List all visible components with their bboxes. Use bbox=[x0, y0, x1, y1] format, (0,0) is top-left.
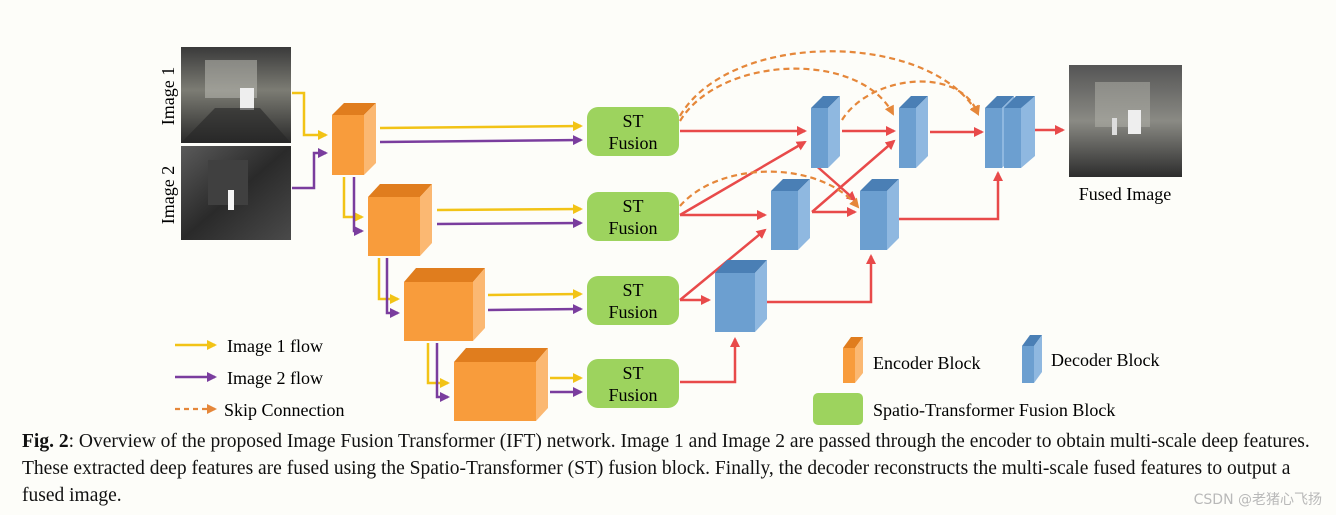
encoder-block-3 bbox=[404, 268, 485, 341]
decoder-block-3b bbox=[1004, 96, 1035, 168]
st-fusion-label-line1: ST bbox=[622, 363, 643, 383]
ift-architecture-diagram: Image 1 Image 2 Fused Image bbox=[158, 47, 1182, 425]
watermark: CSDN @老猪心飞扬 bbox=[1193, 492, 1322, 508]
caption-text: : Overview of the proposed Image Fusion … bbox=[22, 431, 1310, 506]
legend-encoder-block: Encoder Block bbox=[843, 337, 980, 383]
fused-image-label: Fused Image bbox=[1079, 184, 1171, 204]
legend-image2-flow-label: Image 2 flow bbox=[227, 368, 323, 388]
legend-image1-flow-label: Image 1 flow bbox=[227, 336, 323, 356]
input-image-2 bbox=[181, 146, 291, 240]
legend-image2-flow: Image 2 flow bbox=[175, 368, 323, 388]
st-fusion-label-line2: Fusion bbox=[608, 302, 657, 322]
legend-st-fusion-block-label: Spatio-Transformer Fusion Block bbox=[873, 400, 1115, 420]
legend-decoder-block: Decoder Block bbox=[1022, 335, 1159, 383]
st-fusion-block-1: ST Fusion bbox=[587, 107, 679, 156]
decoder-arrows bbox=[679, 125, 1065, 384]
decoder-block-5 bbox=[860, 179, 899, 250]
input-image-1 bbox=[181, 47, 291, 143]
legend-st-fusion-block: Spatio-Transformer Fusion Block bbox=[813, 393, 1115, 425]
input-flows bbox=[292, 91, 328, 190]
input-label-image-2: Image 2 bbox=[158, 166, 178, 224]
legend-decoder-block-label: Decoder Block bbox=[1051, 350, 1159, 370]
legend-image1-flow: Image 1 flow bbox=[175, 336, 323, 356]
st-fusion-label-line1: ST bbox=[622, 111, 643, 131]
figure-caption: Fig. 2: Overview of the proposed Image F… bbox=[22, 428, 1318, 509]
encoder-to-st-flows bbox=[379, 121, 583, 397]
encoder-block-1 bbox=[332, 103, 376, 175]
encoder-downflows bbox=[342, 177, 450, 402]
st-fusion-label-line2: Fusion bbox=[608, 218, 657, 238]
decoder-block-6 bbox=[715, 260, 767, 332]
encoder-block-4 bbox=[454, 348, 548, 421]
decoder-block-1 bbox=[811, 96, 840, 168]
st-fusion-label-line1: ST bbox=[622, 196, 643, 216]
fused-image bbox=[1069, 65, 1182, 177]
st-fusion-block-4: ST Fusion bbox=[587, 359, 679, 408]
st-fusion-label-line1: ST bbox=[622, 280, 643, 300]
legend-encoder-block-label: Encoder Block bbox=[873, 353, 980, 373]
st-fusion-label-line2: Fusion bbox=[608, 385, 657, 405]
decoder-block-4 bbox=[771, 179, 810, 250]
encoder-block-2 bbox=[368, 184, 432, 256]
st-fusion-label-line2: Fusion bbox=[608, 133, 657, 153]
st-fusion-block-3: ST Fusion bbox=[587, 276, 679, 325]
input-label-image-1: Image 1 bbox=[158, 67, 178, 125]
caption-label: Fig. 2 bbox=[22, 431, 69, 452]
st-fusion-block-2: ST Fusion bbox=[587, 192, 679, 241]
legend-skip-connection: Skip Connection bbox=[175, 400, 345, 420]
legend-skip-connection-label: Skip Connection bbox=[224, 400, 345, 420]
skip-connections bbox=[679, 50, 980, 209]
decoder-block-2 bbox=[899, 96, 928, 168]
